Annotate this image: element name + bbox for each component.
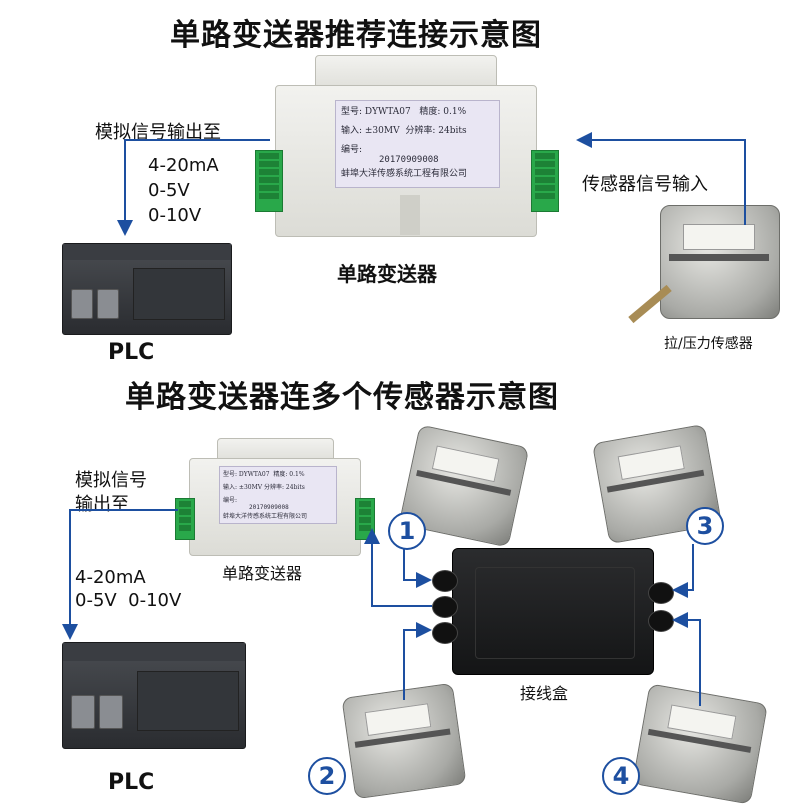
terminal-block-left xyxy=(175,498,195,540)
din-clip xyxy=(400,195,420,235)
arrow-sensor1 xyxy=(403,548,432,588)
arrow-top-to-plc xyxy=(117,139,270,236)
precision-text: 精度: 0.1% xyxy=(419,107,467,117)
serial-label: 编号: xyxy=(341,145,363,155)
arrow-sensor3 xyxy=(672,544,694,598)
junction-box xyxy=(452,548,654,675)
transmitter-label: 型号: DYWTA07 精度: 0.1% 输入: ±30MV 分辨率: 24bi… xyxy=(335,100,500,188)
top-signal-3: 0-10V xyxy=(148,205,202,226)
resolution-text: 分辨率: 24bits xyxy=(264,484,305,491)
bottom-plc xyxy=(62,642,246,749)
bottom-analog-out-label-1: 模拟信号 xyxy=(75,470,147,491)
sensor-number-1: 1 xyxy=(388,512,426,550)
arrow-bottom-to-plc xyxy=(62,509,178,640)
model-text: 型号: DYWTA07 xyxy=(223,471,270,478)
bottom-title: 单路变送器连多个传感器示意图 xyxy=(125,380,559,415)
arrow-sensor-to-transmitter xyxy=(576,132,746,225)
transmitter-label: 型号: DYWTA07 精度: 0.1% 输入: ±30MV 分辨率: 24bi… xyxy=(219,466,337,524)
input-text: 输入: ±30MV xyxy=(341,126,400,136)
top-sensor-in-label: 传感器信号输入 xyxy=(582,174,708,195)
plc-top-rail xyxy=(63,643,245,661)
top-title: 单路变送器推荐连接示意图 xyxy=(170,18,542,53)
top-plc xyxy=(62,243,232,335)
cable-gland xyxy=(432,596,458,618)
top-transmitter-caption: 单路变送器 xyxy=(337,262,437,286)
load-cell-slot xyxy=(669,254,769,261)
bottom-signal-1: 4-20mA xyxy=(75,567,146,588)
bottom-plc-caption: PLC xyxy=(108,770,155,795)
serial-label: 编号: xyxy=(223,497,238,504)
terminal-block-left xyxy=(255,150,283,212)
junction-box-lid xyxy=(475,567,635,659)
top-plc-caption: PLC xyxy=(108,340,155,365)
plc-panel xyxy=(133,268,225,320)
arrow-junction-to-transmitter xyxy=(364,528,432,607)
bottom-transmitter-caption: 单路变送器 xyxy=(222,564,303,583)
sensor-number-3: 3 xyxy=(686,507,724,545)
plc-top-rail xyxy=(63,244,231,260)
bottom-transmitter: 型号: DYWTA07 精度: 0.1% 输入: ±30MV 分辨率: 24bi… xyxy=(175,438,375,560)
top-signal-1: 4-20mA xyxy=(148,155,219,176)
resolution-text: 分辨率: 24bits xyxy=(405,126,467,136)
company-name: 蚌埠大洋传感系统工程有限公司 xyxy=(341,169,468,179)
bottom-signal-2: 0-5V 0-10V xyxy=(75,590,182,611)
plc-panel xyxy=(137,671,239,731)
top-sensor-caption: 拉/压力传感器 xyxy=(664,336,753,352)
plc-port xyxy=(97,289,119,319)
plc-port xyxy=(71,289,93,319)
cable-gland xyxy=(432,570,458,592)
junction-box-caption: 接线盒 xyxy=(520,684,569,703)
input-text: 输入: ±30MV xyxy=(223,484,263,491)
sensor-number-4: 4 xyxy=(602,757,640,795)
top-transmitter: 型号: DYWTA07 精度: 0.1% 输入: ±30MV 分辨率: 24bi… xyxy=(255,55,559,245)
top-signal-2: 0-5V xyxy=(148,180,190,201)
serial-number: 20170909008 xyxy=(249,504,289,511)
plc-port xyxy=(71,695,95,729)
top-load-cell xyxy=(660,205,780,319)
model-text: 型号: DYWTA07 xyxy=(341,107,411,117)
terminal-block-right xyxy=(531,150,559,212)
cable-gland xyxy=(432,622,458,644)
sensor-number-2: 2 xyxy=(308,757,346,795)
arrow-sensor4 xyxy=(672,612,701,706)
precision-text: 精度: 0.1% xyxy=(273,471,305,478)
serial-number: 20170909008 xyxy=(379,155,439,165)
arrow-sensor2 xyxy=(403,622,432,700)
company-name: 蚌埠大洋传感系统工程有限公司 xyxy=(223,513,308,520)
top-analog-out-label: 模拟信号输出至 xyxy=(95,122,221,143)
plc-port xyxy=(99,695,123,729)
load-cell-tag xyxy=(683,224,755,250)
